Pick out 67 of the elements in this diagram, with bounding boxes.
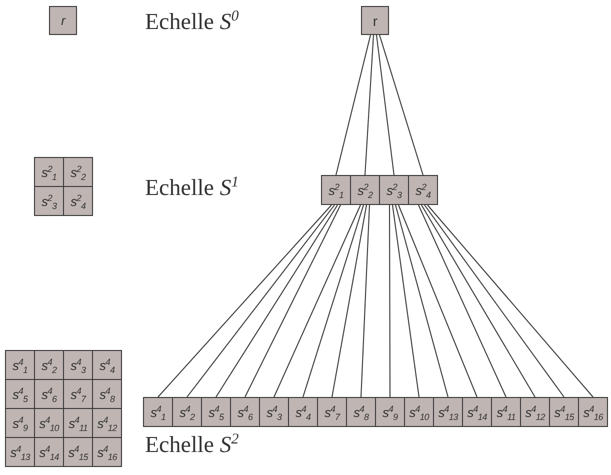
grid-tile: [350, 175, 380, 205]
grid-tile: [63, 186, 93, 216]
grid-tile: [5, 408, 35, 438]
grid-tile: [433, 397, 463, 427]
grid-tile: [92, 350, 122, 380]
grid-tile: [230, 397, 260, 427]
grid-tile: [404, 397, 434, 427]
grid-tile: [34, 157, 64, 187]
grid-tile: [201, 397, 231, 427]
grid-tile: [63, 379, 93, 409]
connector-line: [336, 34, 371, 176]
connector-line: [398, 204, 478, 398]
connector-line: [395, 204, 448, 398]
connector-line: [421, 204, 536, 398]
connector-line: [379, 34, 424, 176]
connector-line: [216, 204, 338, 398]
connector-line: [389, 204, 390, 398]
grid-tile: [491, 397, 521, 427]
symbol-label: r: [372, 12, 378, 28]
connector-line: [186, 204, 335, 398]
grid-tile: [317, 397, 347, 427]
grid-tile: [34, 379, 64, 409]
grid-tile: [346, 397, 376, 427]
grid-tile: [34, 408, 64, 438]
grid-tile: [92, 437, 122, 467]
grid-tile: [92, 408, 122, 438]
connector-line: [274, 204, 361, 398]
grid-tile: [34, 186, 64, 216]
connector-line: [376, 34, 394, 176]
grid-tile: [63, 350, 93, 380]
grid-tile: [63, 437, 93, 467]
grid-tile: [5, 379, 35, 409]
grid-tile: [375, 397, 405, 427]
grid-tile: [49, 6, 77, 35]
scale-label: Echelle S$^{1}$: [145, 175, 239, 201]
grid-tile: [578, 397, 608, 427]
grid-tile: [5, 350, 35, 380]
grid-tile: [361, 6, 389, 35]
grid-tile: [34, 437, 64, 467]
grid-tile: [520, 397, 550, 427]
grid-tile: [172, 397, 202, 427]
connector-line: [332, 204, 367, 398]
grid-tile: [408, 175, 438, 205]
grid-tile: [259, 397, 289, 427]
grid-tile: [143, 397, 173, 427]
grid-tile: [288, 397, 318, 427]
grid-tile: [321, 175, 351, 205]
connector-line: [424, 204, 564, 398]
connector-line: [158, 204, 332, 398]
grid-tile: [549, 397, 579, 427]
grid-tile: [63, 408, 93, 438]
connector-line: [392, 204, 420, 398]
grid-tile: [5, 437, 35, 467]
connector-line: [302, 204, 364, 398]
scale-label: Echelle S$^{0}$: [145, 9, 239, 35]
symbol-label: r: [61, 13, 65, 28]
grid-tile: [92, 379, 122, 409]
scale-label: Echelle S$^{2}$: [145, 432, 239, 458]
grid-tile: [63, 157, 93, 187]
grid-tile: [379, 175, 409, 205]
connector-line: [418, 204, 506, 398]
grid-tile: [34, 350, 64, 380]
connector-line: [364, 34, 374, 176]
connector-line: [360, 204, 370, 398]
connector-line: [427, 204, 594, 398]
grid-tile: [462, 397, 492, 427]
connector-line: [244, 204, 341, 398]
